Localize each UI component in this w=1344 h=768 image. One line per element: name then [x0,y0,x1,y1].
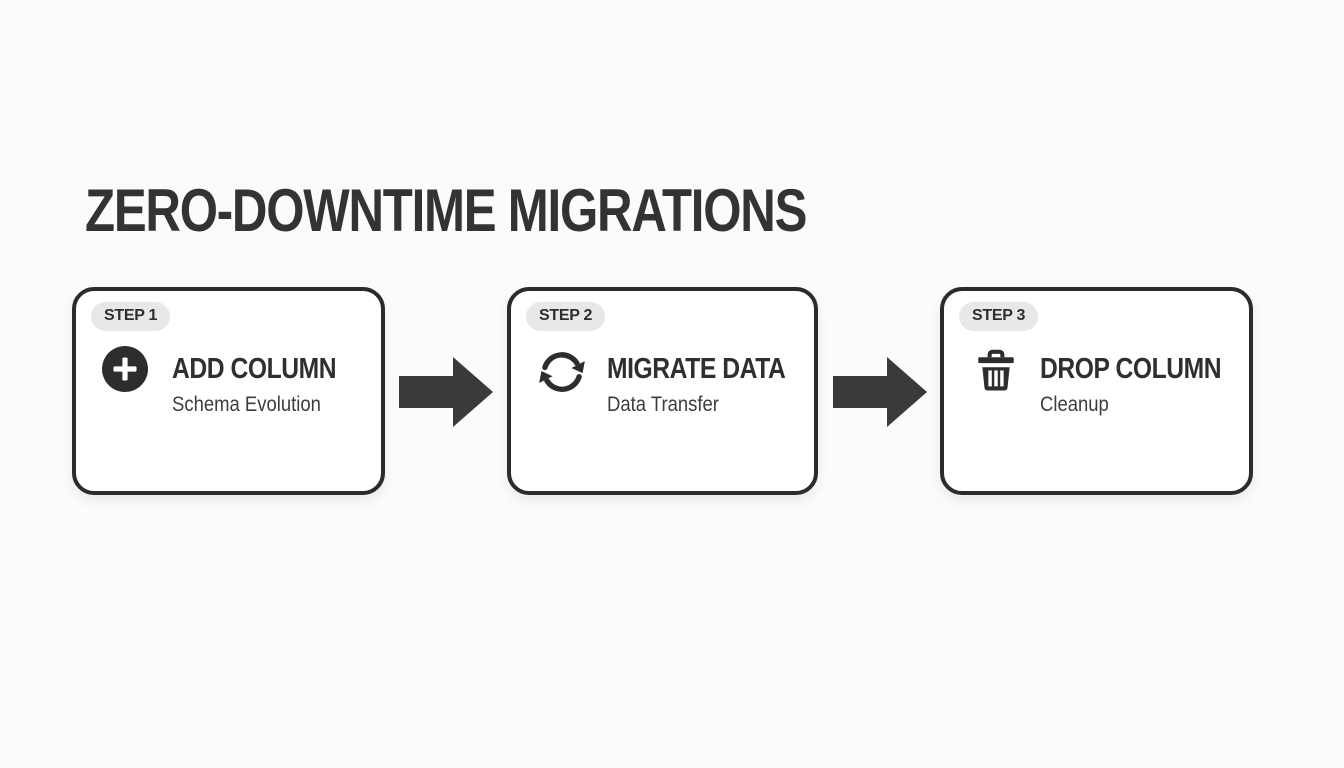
step-badge: STEP 2 [526,302,606,331]
trash-icon [976,346,1016,399]
step-subtitle: Data Transfer [607,393,719,416]
arrow-right-icon [833,357,927,432]
step-title: ADD COLUMN [172,353,337,385]
step-title: DROP COLUMN [1040,353,1222,385]
page-title: ZERO-DOWNTIME MIGRATIONS [85,177,807,245]
sync-icon [534,343,590,404]
step-subtitle: Schema Evolution [172,393,321,416]
plus-circle-icon [102,346,148,397]
arrow-right-icon [399,357,493,432]
step-badge: STEP 1 [91,302,171,331]
step-card-migrate-data: STEP 2 MIGRATE DATA Data Transfer [507,287,818,495]
step-subtitle: Cleanup [1040,393,1109,416]
step-badge: STEP 3 [959,302,1039,331]
step-card-add-column: STEP 1 ADD COLUMN Schema Evolution [72,287,385,495]
step-title: MIGRATE DATA [607,353,786,385]
step-card-drop-column: STEP 3 DROP COLUMN Cleanup [940,287,1253,495]
